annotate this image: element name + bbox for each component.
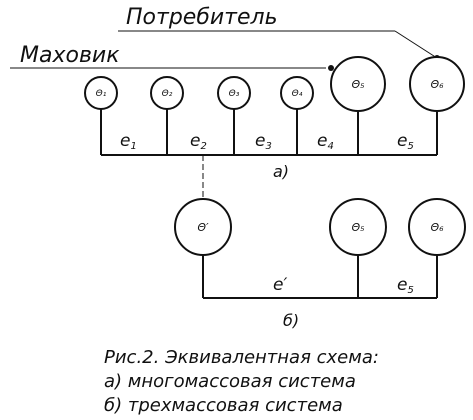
bottom-mass-5 — [329, 198, 387, 256]
top-mass-4-label: Θ₄ — [292, 89, 303, 99]
bottom-segment-2-label: e5 — [397, 275, 414, 296]
consumer-label: Потребитель — [126, 5, 278, 30]
top-mass-3-label: Θ₃ — [229, 89, 240, 99]
flywheel-label: Маховик — [20, 43, 120, 68]
top-mass-2-label: Θ₂ — [162, 89, 173, 99]
top-mass-5-label: Θ₅ — [351, 78, 364, 91]
top-segment-1-label: e1 — [120, 131, 137, 152]
top-mass-6-consumer — [409, 56, 465, 112]
caption-line-3: б) трехмассовая система — [104, 395, 343, 416]
top-segment-4-label: e4 — [317, 131, 334, 152]
top-scheme-label: а) — [273, 162, 289, 181]
caption-line-1: Рис.2. Эквивалентная схема: — [104, 347, 379, 368]
bottom-mass-6 — [408, 198, 466, 256]
bottom-mass-equivalent — [174, 198, 232, 256]
caption-line-2: а) многомассовая система — [104, 371, 356, 392]
top-mass-5-flywheel — [330, 56, 386, 112]
top-segment-3-label: e3 — [255, 131, 272, 152]
bottom-mass-5-label: Θ₅ — [351, 221, 364, 234]
top-segment-5-label: e5 — [397, 131, 414, 152]
flywheel-leader-dot — [328, 65, 334, 71]
top-mass-1-label: Θ₁ — [96, 89, 107, 99]
consumer-leader-line — [394, 30, 438, 59]
top-mass-4 — [280, 76, 314, 110]
top-mass-6-label: Θ₆ — [430, 78, 444, 91]
bottom-scheme-label: б) — [283, 311, 299, 330]
bottom-mass-equivalent-label: Θ′ — [197, 221, 209, 234]
top-segment-2-label: e2 — [190, 131, 207, 152]
top-mass-3 — [217, 76, 251, 110]
top-mass-2 — [150, 76, 184, 110]
bottom-segment-1-label: e′ — [273, 275, 287, 295]
top-mass-1 — [84, 76, 118, 110]
bottom-mass-6-label: Θ₆ — [430, 221, 444, 234]
